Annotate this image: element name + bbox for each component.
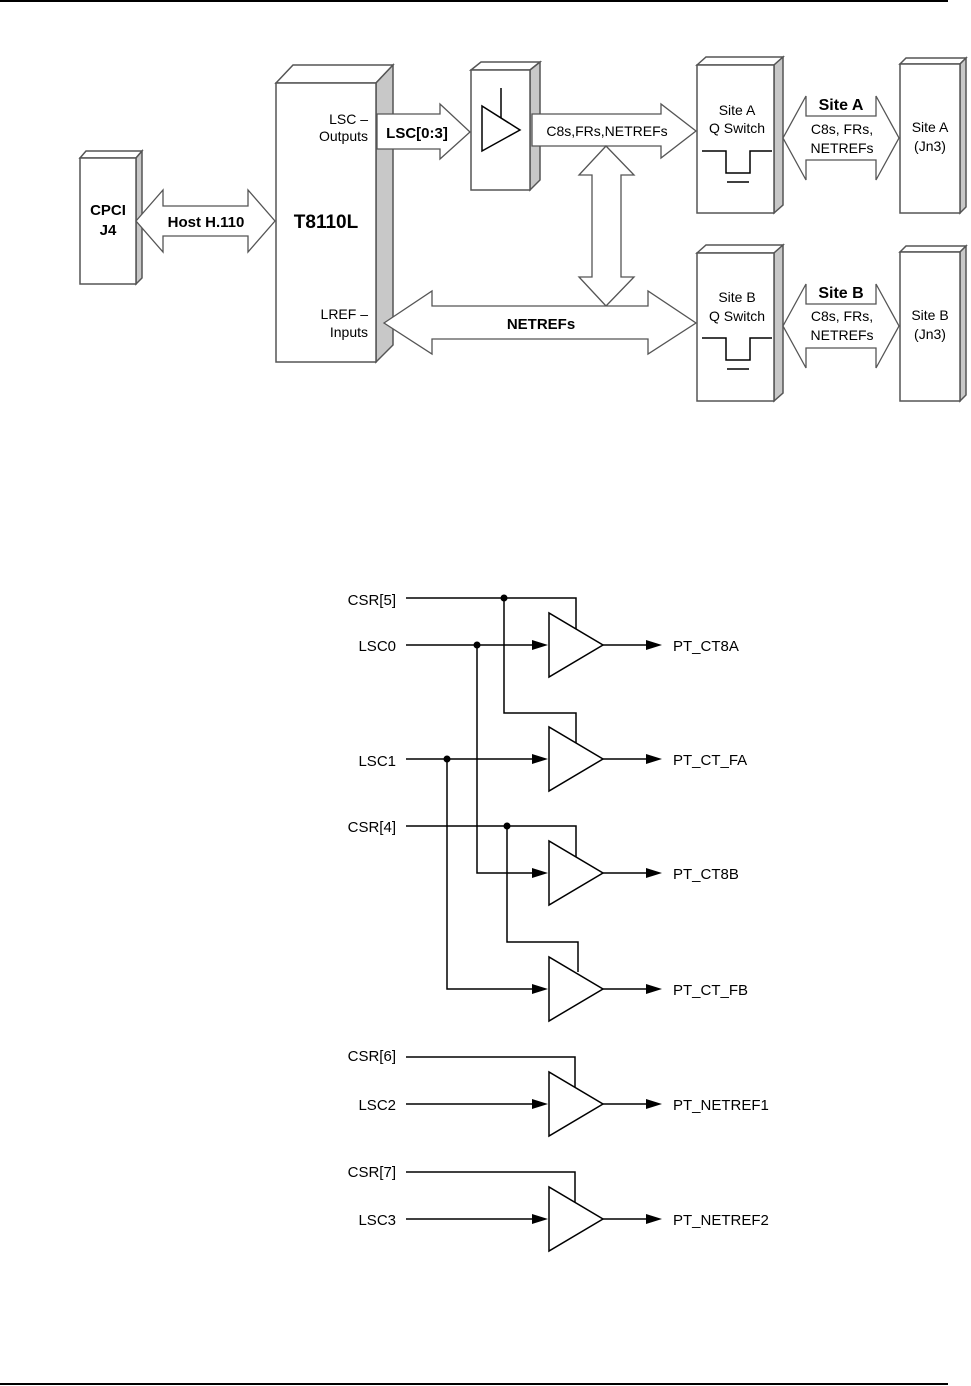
buffer-triangle-icon [548, 611, 605, 679]
output-label-pt-ct8b: PT_CT8B [673, 866, 739, 883]
lsc-outputs-label-1: LSC – [329, 111, 368, 127]
site-b-bus-signals-2: NETREFs [811, 327, 874, 343]
site-b-connector-label-2: (Jn3) [914, 326, 946, 342]
netref-bus-arrow: NETREFs [382, 289, 698, 356]
buffer-triangle-icon [548, 839, 605, 907]
buffer-triangle-icon [548, 955, 605, 1023]
t8110l-chip-block: T8110L LSC – Outputs LREF – Inputs [274, 63, 395, 364]
wire-csr6 [406, 1056, 576, 1087]
wire-lsc1-branch [446, 759, 540, 990]
site-a-bus-signals-1: C8s, FRs, [811, 121, 873, 137]
input-label-csr5: CSR[5] [348, 592, 396, 609]
input-label-lsc2: LSC2 [358, 1097, 396, 1114]
site-b-switch-label-2: Q Switch [709, 308, 765, 324]
input-label-csr4: CSR[4] [348, 819, 396, 836]
output-arrowhead-icon [646, 868, 662, 878]
buffer-1: PT_CT8A [532, 611, 739, 679]
buffer-5: PT_NETREF1 [532, 1070, 769, 1138]
site-b-connector-block: Site B (Jn3) [898, 244, 968, 403]
buffer-output-bus-arrow: C8s,FRs,NETREFs [531, 102, 698, 160]
site-a-pulse-icon [702, 150, 772, 174]
junction-dot [473, 641, 481, 649]
lref-inputs-label-1: LREF – [321, 306, 369, 322]
buffer-triangle-icon [548, 1185, 605, 1253]
input-arrowhead-icon [532, 868, 548, 878]
output-arrowhead-icon [646, 754, 662, 764]
netref-bus-label: NETREFs [507, 316, 575, 333]
output-label-pt-netref1: PT_NETREF1 [673, 1097, 769, 1114]
host-bus-label: Host H.110 [168, 214, 245, 231]
site-b-bus-signals-1: C8s, FRs, [811, 308, 873, 324]
wires [406, 597, 579, 1220]
host-h110-bus-arrow: Host H.110 [135, 188, 276, 254]
site-b-switch-label-1: Site B [718, 289, 755, 305]
wire-csr7 [406, 1171, 576, 1202]
logic-diagram: CSR[5] LSC0 LSC1 CSR[4] CSR[6] LSC2 CSR[… [348, 592, 769, 1253]
input-label-csr6: CSR[6] [348, 1048, 396, 1065]
output-label-pt-netref2: PT_NETREF2 [673, 1212, 769, 1229]
junction-dot [500, 594, 508, 602]
lref-inputs-label-2: Inputs [330, 324, 368, 340]
output-arrowhead-icon [646, 984, 662, 994]
input-arrowhead-icon [532, 1214, 548, 1224]
site-b-q-switch-block: Site B Q Switch [695, 243, 785, 403]
input-arrowhead-icon [532, 1099, 548, 1109]
cpci-j4-label: J4 [100, 222, 117, 239]
site-a-connector-label-2: (Jn3) [914, 138, 946, 154]
buffer-block [468, 60, 543, 192]
junction-dot [503, 822, 511, 830]
input-label-csr7: CSR[7] [348, 1164, 396, 1181]
lsc-outputs-label-2: Outputs [319, 128, 368, 144]
site-a-bus-title: Site A [819, 97, 864, 114]
lsc-bus-arrow: LSC[0:3] [376, 102, 471, 161]
tristate-buffers: PT_CT8A PT_CT_FA PT_CT8B PT_CT_FB PT_NETREF1… [532, 611, 769, 1253]
input-label-lsc1: LSC1 [358, 753, 396, 770]
buffer-triangle-icon [548, 1070, 605, 1138]
input-label-lsc3: LSC3 [358, 1212, 396, 1229]
input-arrowhead-icon [532, 984, 548, 994]
site-a-bus-signals-2: NETREFs [811, 140, 874, 156]
input-arrowhead-icon [532, 640, 548, 650]
site-b-connector-label-1: Site B [911, 307, 948, 323]
buffer-triangle-icon [548, 725, 605, 793]
output-arrowhead-icon [646, 1214, 662, 1224]
site-a-bus-arrow: Site A C8s, FRs, NETREFs [782, 95, 900, 181]
junction-dot [443, 755, 451, 763]
cpci-label: CPCI [90, 202, 126, 219]
block-diagram: CPCI J4 Host H.110 T8110L LSC – Outputs … [78, 55, 968, 403]
site-b-bus-title: Site B [818, 285, 863, 302]
chip-name: T8110L [294, 212, 359, 233]
input-arrowhead-icon [532, 754, 548, 764]
lsc-bus-label: LSC[0:3] [386, 125, 448, 142]
wire-csr5-branch [503, 598, 577, 744]
buffer-output-bus-label: C8s,FRs,NETREFs [546, 123, 667, 139]
site-b-pulse-icon [702, 337, 772, 361]
input-label-lsc0: LSC0 [358, 638, 396, 655]
buffer-4: PT_CT_FB [532, 955, 748, 1023]
site-b-bus-arrow: Site B C8s, FRs, NETREFs [782, 283, 900, 369]
wire-csr4-branch [506, 826, 579, 972]
output-label-pt-ct-fa: PT_CT_FA [673, 752, 747, 769]
output-label-pt-ct-fb: PT_CT_FB [673, 982, 748, 999]
cpci-j4-block: CPCI J4 [78, 148, 144, 286]
site-a-switch-label-1: Site A [719, 102, 756, 118]
buffer-6: PT_NETREF2 [532, 1185, 769, 1253]
output-arrowhead-icon [646, 1099, 662, 1109]
wire-csr4 [406, 825, 577, 857]
site-a-connector-block: Site A (Jn3) [898, 56, 968, 215]
buffer-3: PT_CT8B [532, 839, 739, 907]
site-a-switch-label-2: Q Switch [709, 120, 765, 136]
wire-csr5 [406, 597, 577, 629]
site-a-q-switch-block: Site A Q Switch [695, 55, 785, 215]
vertical-netref-link-arrow [577, 145, 636, 307]
buffer-2: PT_CT_FA [532, 725, 747, 793]
output-arrowhead-icon [646, 640, 662, 650]
output-label-pt-ct8a: PT_CT8A [673, 638, 739, 655]
site-a-connector-label-1: Site A [912, 119, 949, 135]
wire-lsc0-branch [476, 645, 540, 874]
